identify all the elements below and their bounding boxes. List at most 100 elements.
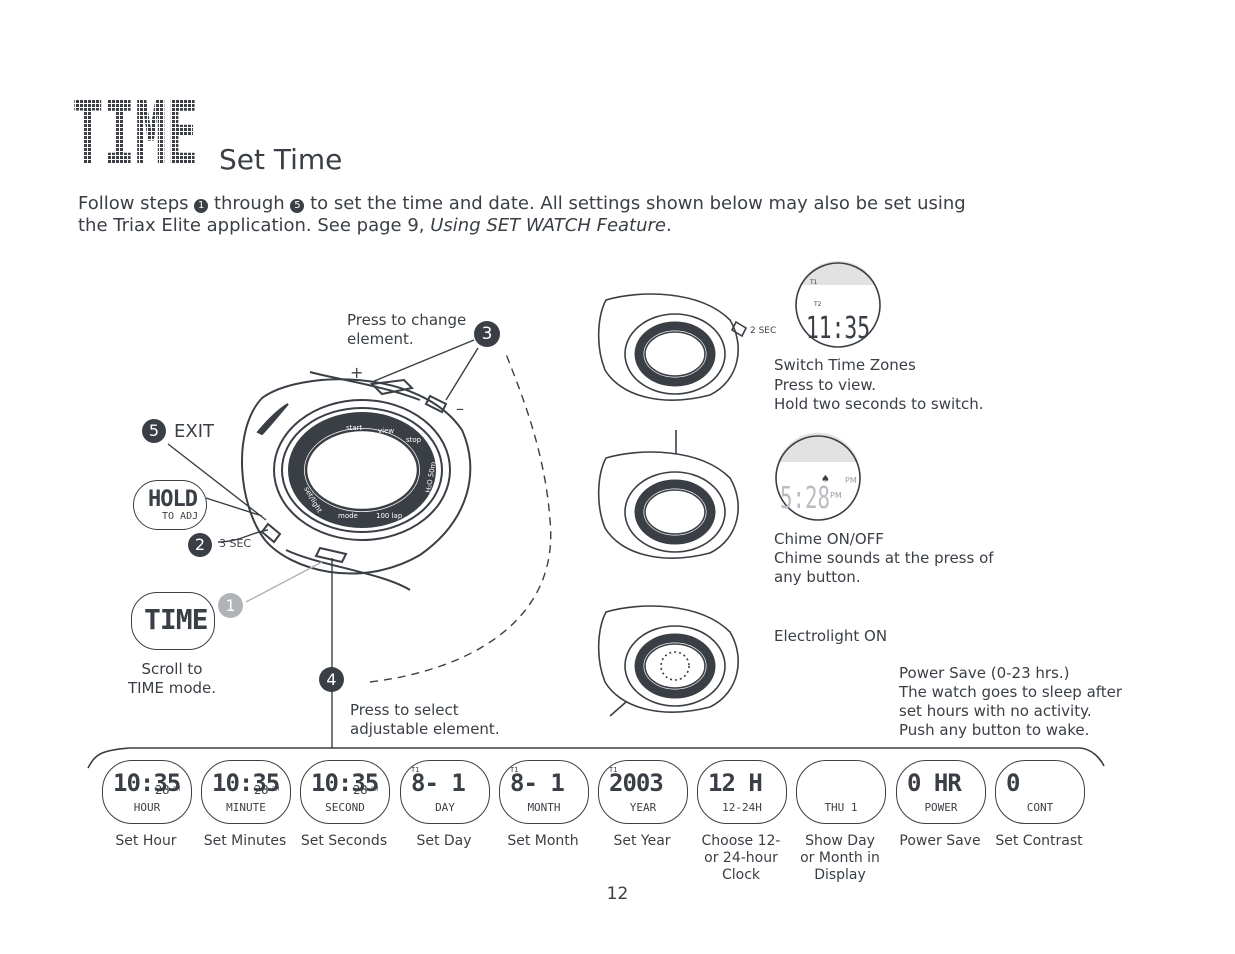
- power-save-body: The watch goes to sleep after set hours …: [899, 683, 1123, 739]
- intro-reference: Using SET WATCH Feature: [430, 215, 666, 236]
- time-logo-text: TIME: [72, 96, 198, 168]
- setting-lcd-label: DAY: [435, 801, 455, 814]
- small-watch-middle: [597, 430, 739, 559]
- step-circle-4: 4: [319, 667, 344, 692]
- switch-timezones-body: Press to view. Hold two seconds to switc…: [774, 376, 984, 413]
- timezone-zoom: [795, 260, 881, 348]
- chime-pm-label-top: PM: [845, 476, 857, 485]
- intro-text: to set the time and date. All settings s…: [304, 193, 966, 214]
- setting-caption: Set Seconds: [300, 833, 388, 849]
- setting-lcd-main: 8- 1: [411, 769, 466, 797]
- setting-caption: Set Contrast: [995, 833, 1083, 849]
- bezel-label-mode: mode: [338, 512, 358, 520]
- chime-title: Chime ON/OFF: [774, 530, 884, 548]
- timezone-tag: T1: [510, 766, 519, 774]
- setting-lcd-label: YEAR: [629, 801, 657, 814]
- press-select-label: Press to select adjustable element.: [350, 701, 500, 738]
- hold-lcd-subtext: TO ADJ: [162, 511, 199, 522]
- minus-sign: –: [456, 399, 464, 418]
- setting-lcd-pm: PM: [371, 786, 379, 793]
- main-watch: [240, 371, 472, 591]
- power-save-title: Power Save: [899, 664, 986, 682]
- settings-bracket: [87, 747, 1105, 769]
- setting-lcd-main: 10:35: [212, 769, 280, 797]
- exit-label: EXIT: [174, 421, 215, 442]
- page-number: 12: [606, 884, 629, 904]
- hold-lcd-text: HOLD: [148, 487, 198, 512]
- two-sec-label: 2 SEC: [750, 326, 776, 336]
- setting-lcd-thu-1: THU 1: [796, 760, 886, 824]
- setting-lcd-main: 0 HR: [907, 769, 962, 797]
- intro-text: the Triax Elite application. See page 9,: [78, 215, 431, 236]
- bezel-label-view: view: [378, 427, 394, 435]
- setting-caption: Set Year: [613, 833, 671, 849]
- power-save-range: (0-23 hrs.): [985, 664, 1070, 682]
- setting-lcd-seconds: 28: [353, 783, 368, 797]
- tz-time-digits: 11:35: [806, 311, 870, 346]
- step-badge-1: 1: [194, 199, 209, 213]
- setting-caption: Choose 12- or 24-hour Clock: [701, 833, 781, 883]
- pointer-lines: [167, 339, 479, 748]
- chime-bell-icon: ♠: [821, 474, 830, 485]
- step-circle-2: 2: [188, 533, 212, 557]
- setting-caption: Set Month: [507, 833, 579, 849]
- setting-lcd-power: 0 HR POWER: [896, 760, 986, 824]
- scroll-arrow-line: [245, 561, 323, 603]
- bezel-label-lap: 100 lap: [376, 512, 403, 520]
- plus-sign: +: [350, 363, 363, 382]
- setting-lcd-main: 10:35: [311, 769, 379, 797]
- timezone-tag: T1: [411, 766, 420, 774]
- setting-lcd-label: SECOND: [325, 801, 365, 814]
- setting-lcd-pm: PM: [272, 786, 280, 793]
- chime-body: Chime sounds at the press of any button.: [774, 549, 994, 586]
- setting-lcd-label: 12-24H: [722, 801, 762, 814]
- step-circle-3: 3: [474, 321, 500, 347]
- power-save-heading: Power Save (0-23 hrs.): [899, 664, 1070, 683]
- setting-lcd-main: 12 H: [708, 769, 763, 797]
- setting-lcd-pm: PM: [173, 786, 181, 793]
- chime-zoom: [775, 432, 861, 521]
- electrolight-title: Electrolight ON: [774, 627, 888, 645]
- tz-t2-label: T2: [813, 301, 822, 308]
- bezel-label-start: start: [346, 424, 363, 432]
- small-watch-top: [597, 293, 748, 401]
- timezone-tag: T1: [609, 766, 618, 774]
- setting-lcd-main: 2003: [609, 769, 664, 797]
- chime-digits: 5:28: [780, 481, 830, 516]
- scroll-to-label: Scroll to TIME mode.: [127, 660, 217, 697]
- setting-lcd-seconds: 28: [254, 783, 269, 797]
- setting-lcd-12-24h: 12 H 12-24H: [697, 760, 787, 824]
- setting-lcd-label: MONTH: [527, 801, 561, 814]
- setting-caption: Show Day or Month in Display: [800, 833, 880, 883]
- bezel-label-stop: stop: [406, 436, 422, 444]
- page-title: Set Time: [219, 143, 343, 176]
- hold-lcd: HOLD TO ADJ: [133, 480, 207, 530]
- setting-lcd-label: CONT: [1026, 801, 1054, 814]
- setting-lcd-seconds: 28: [155, 783, 170, 797]
- time-logo: TIME: [72, 96, 198, 168]
- intro-paragraph: Follow steps 1 through 5 to set the time…: [78, 193, 978, 237]
- setting-lcd-label: MINUTE: [226, 801, 266, 814]
- intro-text: through: [208, 193, 291, 214]
- step-circle-1: 1: [218, 593, 243, 618]
- setting-lcd-main: 8- 1: [510, 769, 565, 797]
- step-badge-5: 5: [290, 199, 305, 213]
- setting-caption: Set Minutes: [203, 833, 287, 849]
- chime-pm-label: PM: [830, 491, 842, 500]
- time-mode-lcd-text: TIME: [144, 603, 208, 636]
- small-watch-bottom: [597, 605, 739, 717]
- setting-lcd-main: 0: [1006, 769, 1020, 797]
- switch-timezones-title: Switch Time Zones: [774, 356, 916, 374]
- intro-text: .: [666, 215, 672, 236]
- setting-caption: Set Day: [416, 833, 472, 849]
- setting-caption: Power Save: [899, 833, 981, 849]
- dashed-arc-arrow: [369, 353, 552, 683]
- setting-lcd-label: POWER: [924, 801, 958, 814]
